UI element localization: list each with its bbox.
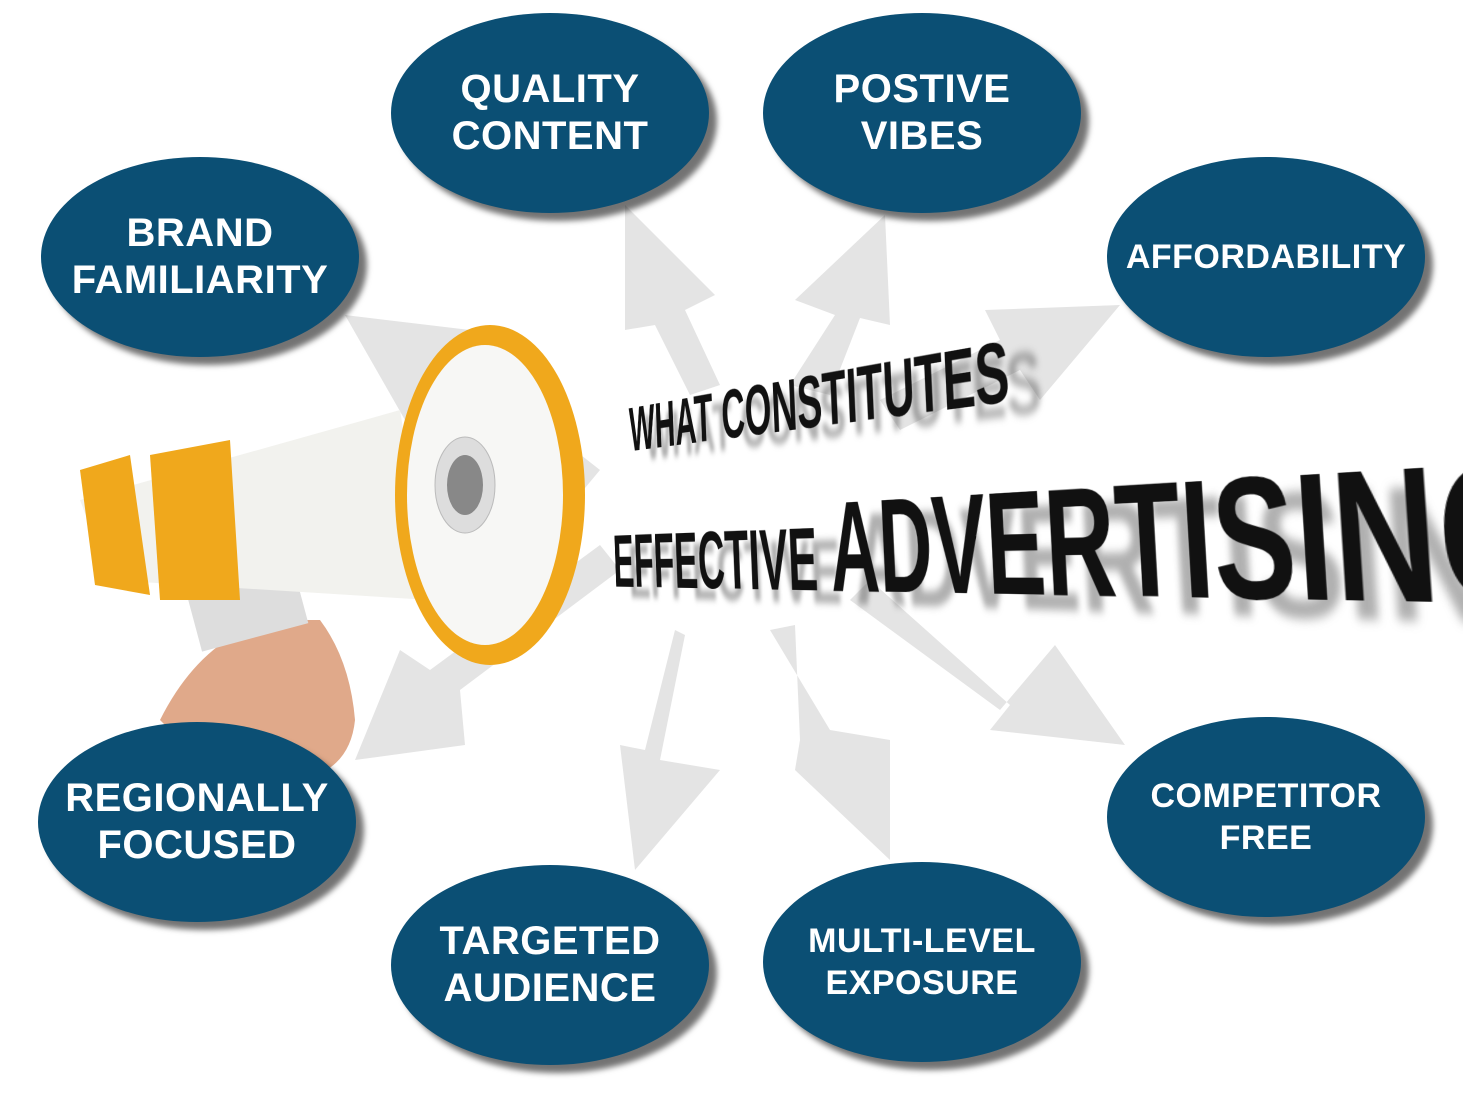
bubble-label: COMPETITOR FREE <box>1150 775 1381 859</box>
bubble-label: MULTI-LEVEL EXPOSURE <box>808 920 1036 1004</box>
headline-advertising: ADVERTISING <box>827 415 1463 651</box>
megaphone-image <box>80 325 585 780</box>
bubble-label: REGIONALLY FOCUSED <box>65 775 329 869</box>
bubble-label: AFFORDABILITY <box>1126 236 1406 278</box>
bubble-positive-vibes: POSTIVE VIBES <box>763 13 1081 213</box>
bubble-targeted-audience: TARGETED AUDIENCE <box>391 865 709 1065</box>
bubble-affordability: AFFORDABILITY <box>1107 157 1425 357</box>
arrow-multi-level-exposure <box>770 625 890 860</box>
bubble-label: QUALITY CONTENT <box>452 66 649 160</box>
arrow-targeted-audience <box>620 630 720 870</box>
headline: WHAT CONSTITUTES EFFECTIVE ADVERTISING W… <box>600 370 1320 630</box>
bubble-quality-content: QUALITY CONTENT <box>391 13 709 213</box>
bubble-label: TARGETED AUDIENCE <box>439 918 660 1012</box>
headline-effective: EFFECTIVE <box>612 510 833 611</box>
bubble-regionally-focused: REGIONALLY FOCUSED <box>38 722 356 922</box>
bubble-label: BRAND FAMILIARITY <box>72 210 329 304</box>
bubble-brand-familiarity: BRAND FAMILIARITY <box>41 157 359 357</box>
bubble-label: POSTIVE VIBES <box>834 66 1011 160</box>
bubble-competitor-free: COMPETITOR FREE <box>1107 717 1425 917</box>
bubble-multi-level-exposure: MULTI-LEVEL EXPOSURE <box>763 862 1081 1062</box>
arrow-quality-content <box>625 205 720 395</box>
